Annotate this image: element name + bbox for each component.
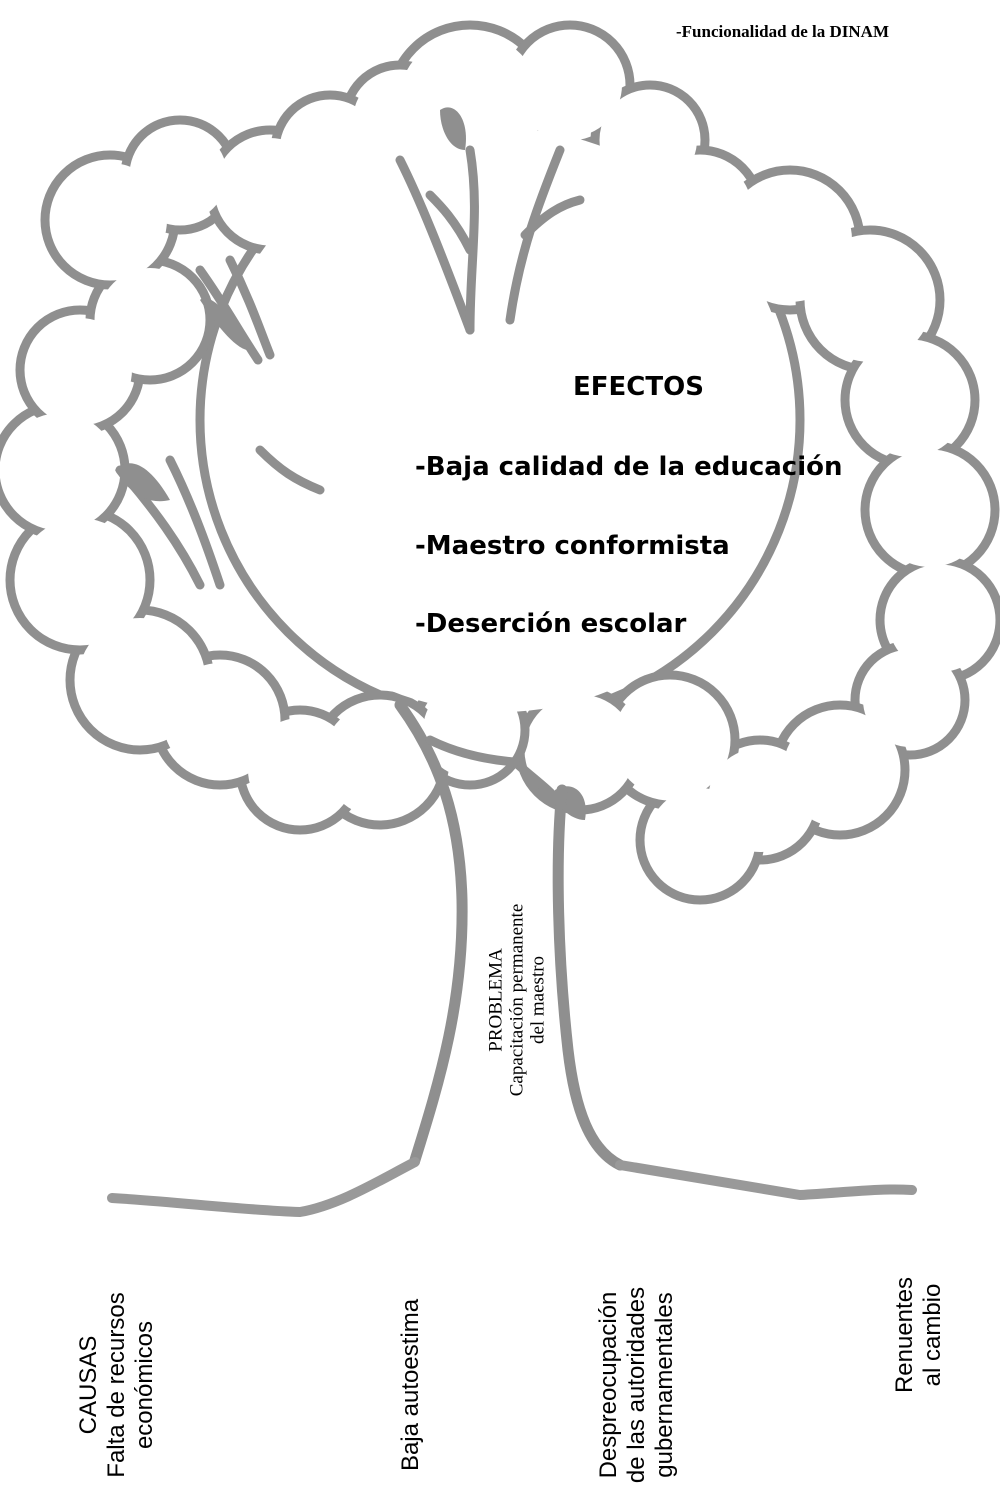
cause-line: CAUSAS xyxy=(75,1335,102,1435)
cause-resistant-to-change: Renuentes al cambio xyxy=(891,1277,947,1393)
effects-title: EFECTOS xyxy=(573,372,704,402)
tree-roots xyxy=(107,1157,917,1218)
tree-branches xyxy=(115,145,585,590)
tree-trunk xyxy=(394,699,626,1171)
header-note: -Funcionalidad de la DINAM xyxy=(676,22,889,41)
cause-line: de las autoridades xyxy=(623,1286,650,1484)
problem-line-1: Capacitación permanente xyxy=(506,903,528,1097)
cause-line: Renuentes xyxy=(891,1276,918,1394)
effect-item: -Deserción escolar xyxy=(415,609,687,639)
problem-label: PROBLEMA Capacitación permanente del mae… xyxy=(486,904,549,1097)
tree-crown-fill xyxy=(3,33,992,892)
cause-line: gubernamentales xyxy=(651,1292,678,1478)
cause-authorities-neglect: Despreocupación de las autoridades guber… xyxy=(595,1287,679,1483)
problem-title: PROBLEMA xyxy=(485,948,507,1052)
cause-line: económicos xyxy=(131,1320,158,1450)
problem-line-2: del maestro xyxy=(527,955,549,1045)
cause-low-self-esteem: Baja autoestima xyxy=(397,1299,425,1471)
effect-item: -Maestro conformista xyxy=(415,531,730,561)
cause-line: Baja autoestima xyxy=(397,1298,424,1472)
cause-lack-of-resources: CAUSAS Falta de recursos económicos xyxy=(75,1292,159,1477)
cause-line: al cambio xyxy=(919,1283,946,1387)
cause-line: Despreocupación xyxy=(595,1291,622,1479)
cause-line: Falta de recursos xyxy=(103,1292,130,1478)
effect-item: -Baja calidad de la educación xyxy=(415,452,843,482)
